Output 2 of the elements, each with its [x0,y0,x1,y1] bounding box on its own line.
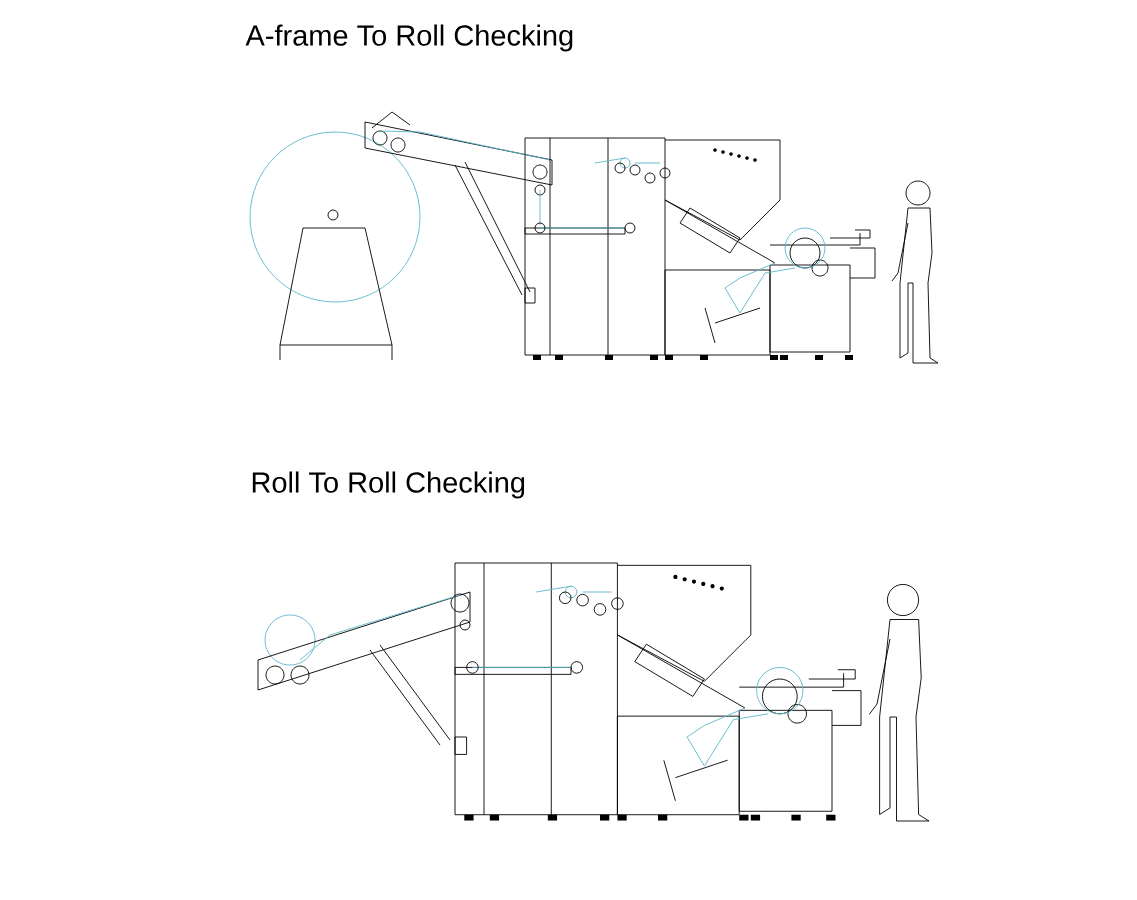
heading: Roll To Roll Checking [252,471,525,499]
heading: A-frame To Roll Checking [245,24,573,52]
